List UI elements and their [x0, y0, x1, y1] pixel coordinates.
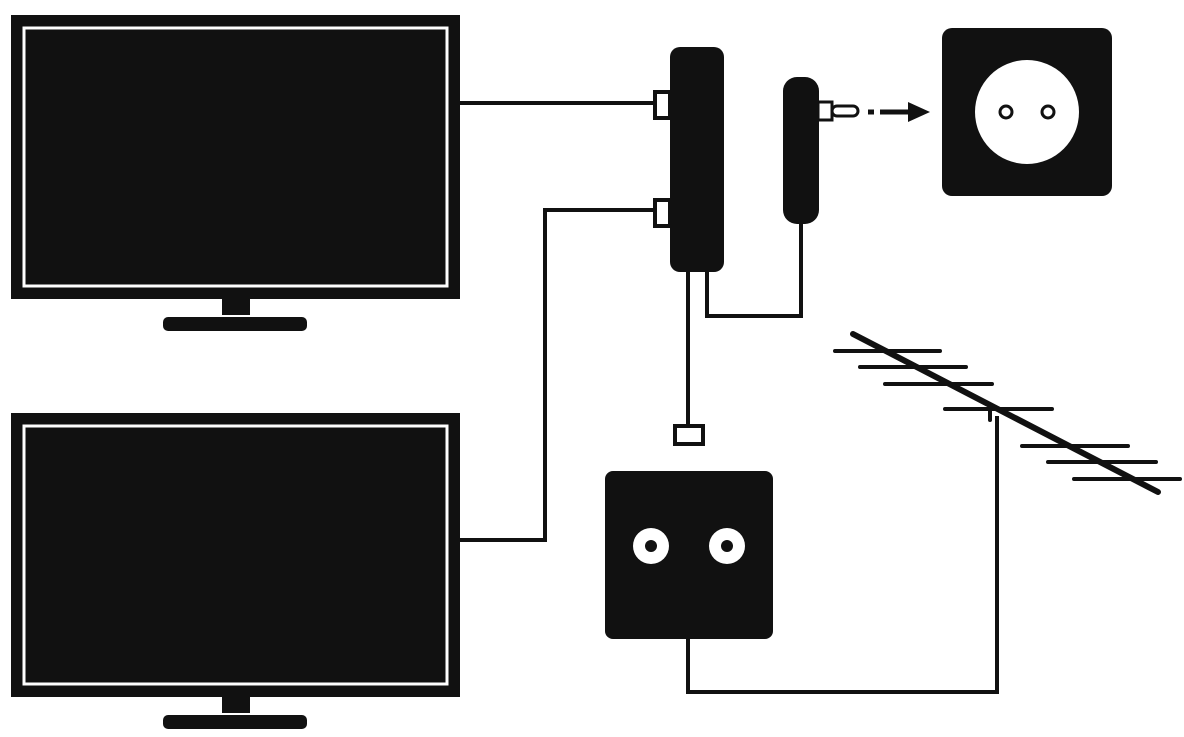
tv-bottom-screen: [11, 413, 460, 697]
coax-socket-icon: [633, 528, 745, 564]
power-socket-hole-left: [998, 104, 1014, 120]
tv-bottom-bezel: [22, 424, 449, 686]
tv-top: [11, 15, 460, 331]
tv-bottom-stand: [163, 715, 307, 729]
adapter-body: [783, 77, 819, 224]
arrow-to-power-socket: [868, 102, 930, 122]
tv-top-screen: [11, 15, 460, 299]
tv-top-neck: [222, 299, 250, 315]
coax-port-left-pin: [645, 540, 657, 552]
power-socket-icon: [975, 60, 1079, 164]
cable-antenna-to-wall-socket: [686, 416, 999, 694]
tv-bottom-neck: [222, 697, 250, 713]
cable-splitter-to-tv-bottom: [458, 208, 657, 542]
wall-socket-plug: [673, 424, 705, 446]
cables: [458, 101, 999, 694]
power-socket-face: [975, 60, 1079, 164]
tv-bottom: [11, 413, 460, 729]
splitter: [653, 47, 724, 272]
arrow-head-icon: [908, 102, 930, 122]
antenna-boom: [850, 331, 1161, 495]
splitter-body: [670, 47, 724, 272]
antenna: [833, 331, 1182, 495]
antenna-icon: [833, 331, 1182, 495]
power-adapter: [783, 77, 930, 224]
splitter-port-bottom: [653, 198, 672, 228]
splitter-port-top: [653, 90, 672, 120]
tv-top-stand: [163, 317, 307, 331]
power-socket: [942, 28, 1112, 196]
cable-splitter-to-adapter: [705, 220, 803, 318]
wall-socket-plate: [605, 471, 773, 639]
plug-icon: [816, 100, 860, 122]
power-socket-hole-right: [1040, 104, 1056, 120]
tv-top-bezel: [22, 26, 449, 288]
antenna-wall-socket: [605, 424, 773, 639]
coax-port-right-pin: [721, 540, 733, 552]
